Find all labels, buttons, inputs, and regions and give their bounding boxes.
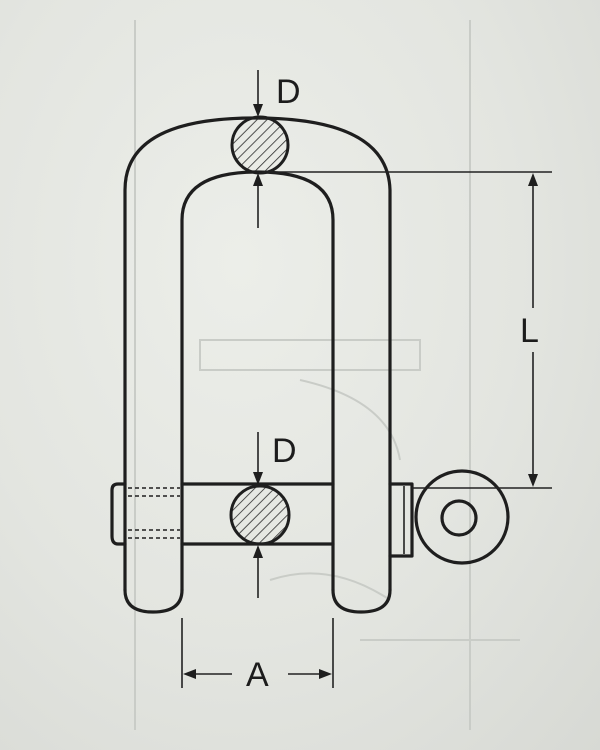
- dimension-width-a: A: [181, 618, 334, 694]
- label-top-d: D: [276, 73, 301, 111]
- label-length-l: L: [520, 312, 539, 350]
- label-width-a: A: [246, 656, 269, 694]
- screw-pin: [110, 469, 510, 565]
- pin-section-circle: [229, 484, 291, 546]
- dimension-top-d: D: [253, 70, 301, 228]
- dimension-pin-d: D: [253, 432, 297, 598]
- top-section-circle: [230, 115, 290, 175]
- label-pin-d: D: [272, 432, 297, 470]
- background-bleed: [134, 20, 520, 730]
- dimension-length-l: L: [262, 171, 552, 489]
